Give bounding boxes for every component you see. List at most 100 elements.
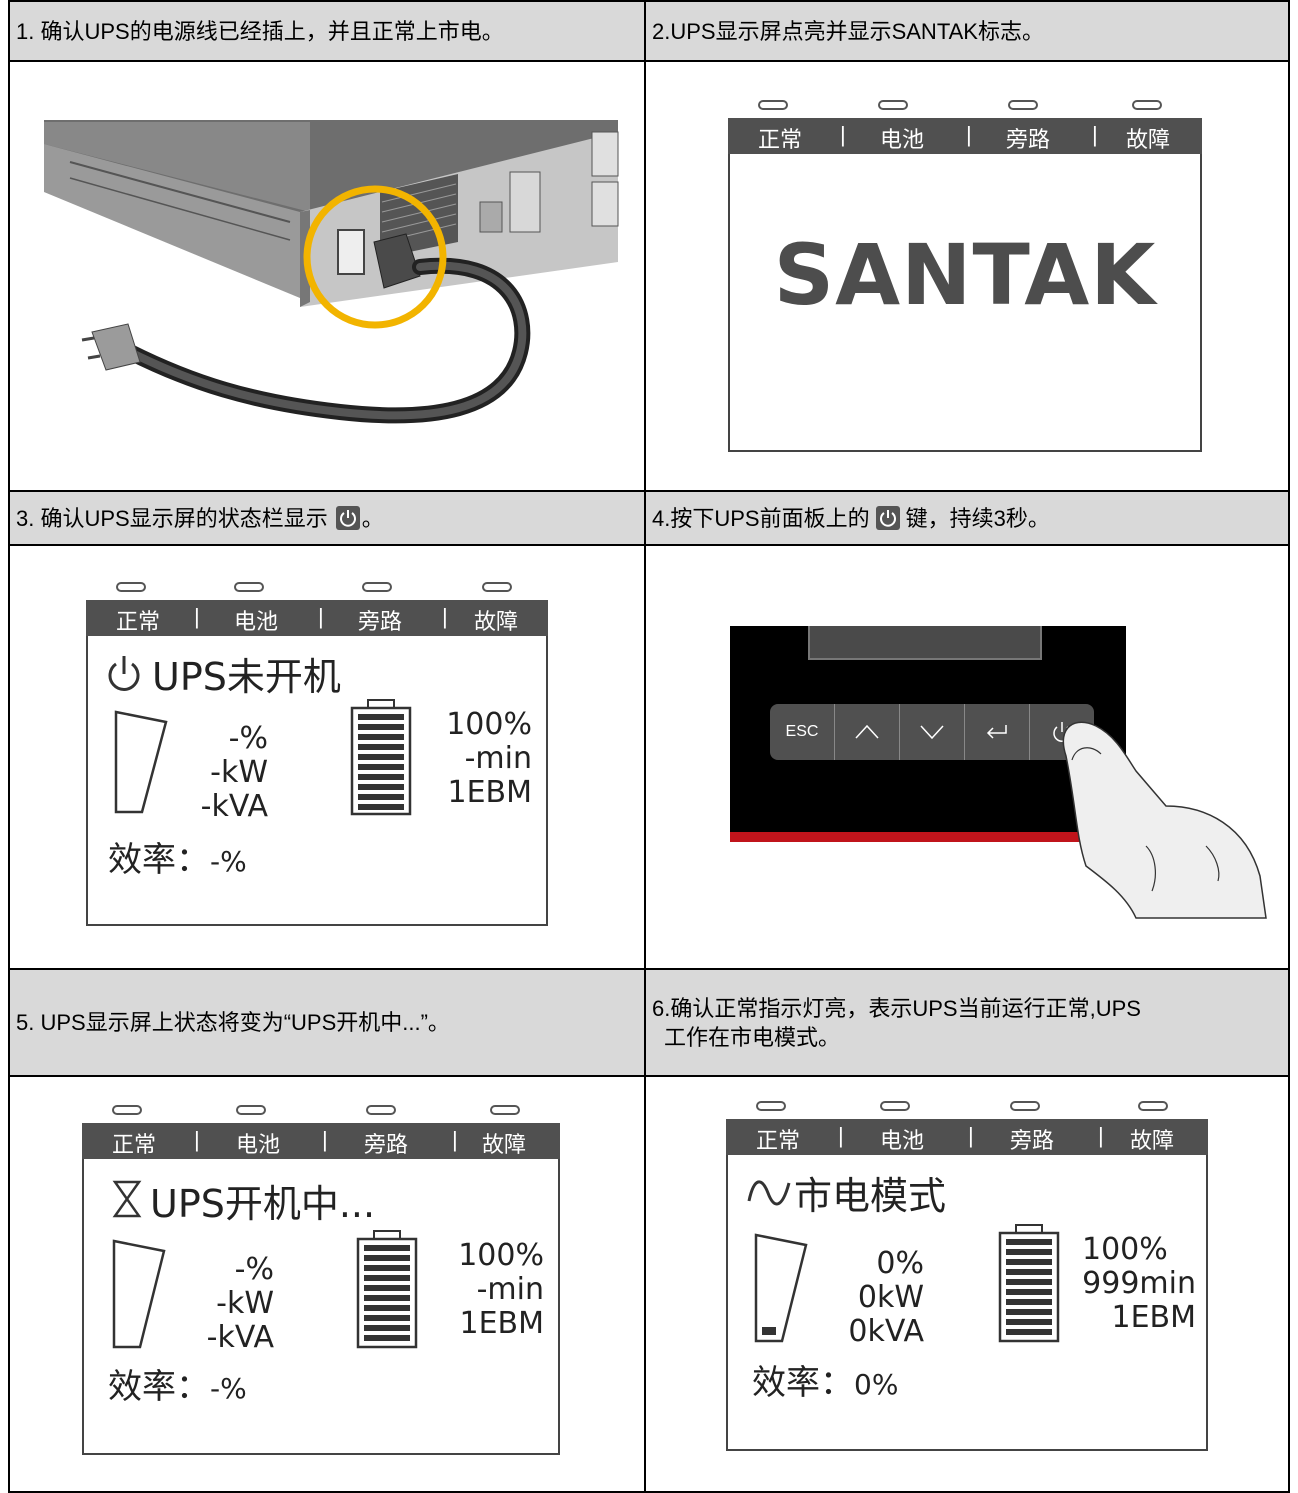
- status-normal: 正常: [758, 127, 803, 152]
- status-battery: 电池: [880, 127, 925, 152]
- status-bypass: 旁路: [364, 1132, 409, 1157]
- led-normal: [116, 582, 146, 592]
- step-4-image: ESC: [646, 546, 1288, 968]
- lcd-panel-santak: 正常 | 电池 | 旁路 | 故障 SANTAK: [728, 98, 1202, 452]
- lcd-panel-off: 正常 | 电池 | 旁路 | 故障 UPS未开机 -% -kW -kVA: [86, 580, 548, 926]
- lcd-panel-starting: 正常 | 电池 | 旁路 | 故障 UPS开机中... -% -kW -kVA: [82, 1103, 560, 1455]
- load-percent: -%: [228, 721, 268, 756]
- battery-readout: 100% -min 1EBM: [428, 708, 532, 810]
- ups-rear-power-cord-illustration: [44, 120, 619, 424]
- status-sep: |: [442, 604, 448, 629]
- status-fault: 故障: [1126, 127, 1171, 152]
- table-divider-vertical: [644, 0, 646, 1493]
- efficiency-row: 效率：-%: [108, 1359, 247, 1408]
- step-3-header: 3. 确认UPS显示屏的状态栏显示 。: [10, 492, 644, 544]
- front-panel: ESC: [730, 626, 1126, 842]
- battery-readout: 100% 999min 1EBM: [1064, 1233, 1196, 1335]
- status-normal: 正常: [756, 1128, 801, 1153]
- status-bar: 正常 | 电池 | 旁路 | 故障: [726, 1119, 1208, 1155]
- status-bypass: 旁路: [1010, 1128, 1055, 1153]
- step-1-image: [10, 62, 644, 490]
- load-kva: -kVA: [200, 789, 268, 824]
- status-fault: 故障: [1130, 1128, 1175, 1153]
- enter-button[interactable]: [965, 704, 1030, 760]
- efficiency-label: 效率：: [108, 1367, 210, 1407]
- load-readout: 0% 0kW 0kVA: [824, 1247, 924, 1349]
- status-sep: |: [452, 1127, 458, 1152]
- row-divider: [8, 968, 1290, 970]
- table-border-left: [8, 0, 10, 1493]
- step-3-image: 正常 | 电池 | 旁路 | 故障 UPS未开机 -% -kW -kVA: [10, 546, 644, 968]
- enter-icon: [986, 725, 1007, 739]
- status-bar: 正常 | 电池 | 旁路 | 故障: [728, 118, 1202, 154]
- status-sep: |: [1098, 1123, 1104, 1148]
- step-5-text: 5. UPS显示屏上状态将变为“UPS开机中...”。: [16, 1010, 450, 1035]
- battery-ebm: 1EBM: [447, 775, 532, 810]
- led-battery: [236, 1105, 266, 1115]
- step-4-text-end: 键，持续3秒。: [905, 505, 1050, 531]
- status-battery: 电池: [236, 1132, 281, 1157]
- lcd-screen: UPS开机中... -% -kW -kVA 100% -min 1EBM: [82, 1159, 560, 1455]
- step-6-text-line1: 6.确认正常指示灯亮，表示UPS当前运行正常,UPS: [652, 995, 1141, 1021]
- load-kw: 0kW: [857, 1280, 924, 1315]
- battery-percent: 100%: [446, 707, 532, 742]
- step-1-text: 1. 确认UPS的电源线已经插上，并且正常上市电。: [16, 18, 504, 44]
- lcd-screen: UPS未开机 -% -kW -kVA 100% -min 1EBM: [86, 636, 548, 926]
- led-fault: [1132, 100, 1162, 110]
- led-normal: [758, 100, 788, 110]
- row-divider: [8, 60, 1290, 62]
- lcd-screen: 市电模式 0% 0kW 0kVA 100% 999min 1EBM: [726, 1155, 1208, 1451]
- step-4-header: 4.按下UPS前面板上的 键，持续3秒。: [646, 492, 1288, 544]
- load-kva: -kVA: [206, 1320, 274, 1355]
- status-battery: 电池: [234, 609, 279, 634]
- step-6-text-line2: 工作在市电模式。: [664, 1024, 841, 1050]
- led-bypass: [1010, 1101, 1040, 1111]
- step-6-image: 正常 | 电池 | 旁路 | 故障 市电模式 0% 0kW 0kVA: [646, 1077, 1288, 1491]
- chevron-up-icon: [855, 724, 879, 739]
- step-5-header: 5. UPS显示屏上状态将变为“UPS开机中...”。: [10, 970, 644, 1075]
- esc-button[interactable]: ESC: [770, 704, 835, 760]
- load-gauge: [754, 1233, 808, 1343]
- table-border-bottom: [8, 1491, 1290, 1493]
- led-fault: [1138, 1101, 1168, 1111]
- front-accent-strip: [730, 832, 1126, 842]
- lcd-status-text: UPS未开机: [152, 655, 341, 699]
- keypad: ESC: [770, 704, 1094, 760]
- status-sep: |: [968, 1123, 974, 1148]
- battery-readout: 100% -min 1EBM: [440, 1239, 544, 1341]
- sine-wave-icon: [747, 1180, 791, 1206]
- efficiency-value: 0%: [854, 1368, 899, 1401]
- led-bypass: [1008, 100, 1038, 110]
- led-fault: [482, 582, 512, 592]
- efficiency-row: 效率：-%: [108, 832, 247, 881]
- led-bypass: [362, 582, 392, 592]
- status-sep: |: [838, 1123, 844, 1148]
- status-normal: 正常: [116, 609, 161, 634]
- table-border-top: [8, 0, 1290, 2]
- lcd-panel-mains: 正常 | 电池 | 旁路 | 故障 市电模式 0% 0kW 0kVA: [726, 1099, 1208, 1451]
- status-sep: |: [194, 604, 200, 629]
- status-bypass: 旁路: [358, 609, 403, 634]
- down-button[interactable]: [900, 704, 965, 760]
- efficiency-value: -%: [210, 845, 247, 878]
- finger-pressing-illustration: [1062, 721, 1267, 919]
- status-battery: 电池: [880, 1128, 925, 1153]
- load-readout: -% -kW -kVA: [200, 1253, 274, 1355]
- load-gauge: [112, 1239, 166, 1349]
- status-sep: |: [840, 122, 846, 147]
- load-gauge: [114, 710, 168, 814]
- row-divider: [8, 544, 1290, 546]
- status-sep: |: [318, 604, 324, 629]
- battery-minutes: 999min: [1082, 1266, 1196, 1301]
- lcd-status-text: 市电模式: [794, 1174, 947, 1218]
- status-bar: 正常 | 电池 | 旁路 | 故障: [86, 600, 548, 636]
- load-percent: -%: [234, 1252, 274, 1287]
- step-3-text: 3. 确认UPS显示屏的状态栏显示: [16, 505, 328, 531]
- led-fault: [490, 1105, 520, 1115]
- up-button[interactable]: [835, 704, 900, 760]
- esc-label: ESC: [785, 723, 819, 740]
- load-kw: -kW: [216, 1286, 274, 1321]
- status-fault: 故障: [474, 609, 519, 634]
- load-kw: -kW: [210, 755, 268, 790]
- led-bypass: [366, 1105, 396, 1115]
